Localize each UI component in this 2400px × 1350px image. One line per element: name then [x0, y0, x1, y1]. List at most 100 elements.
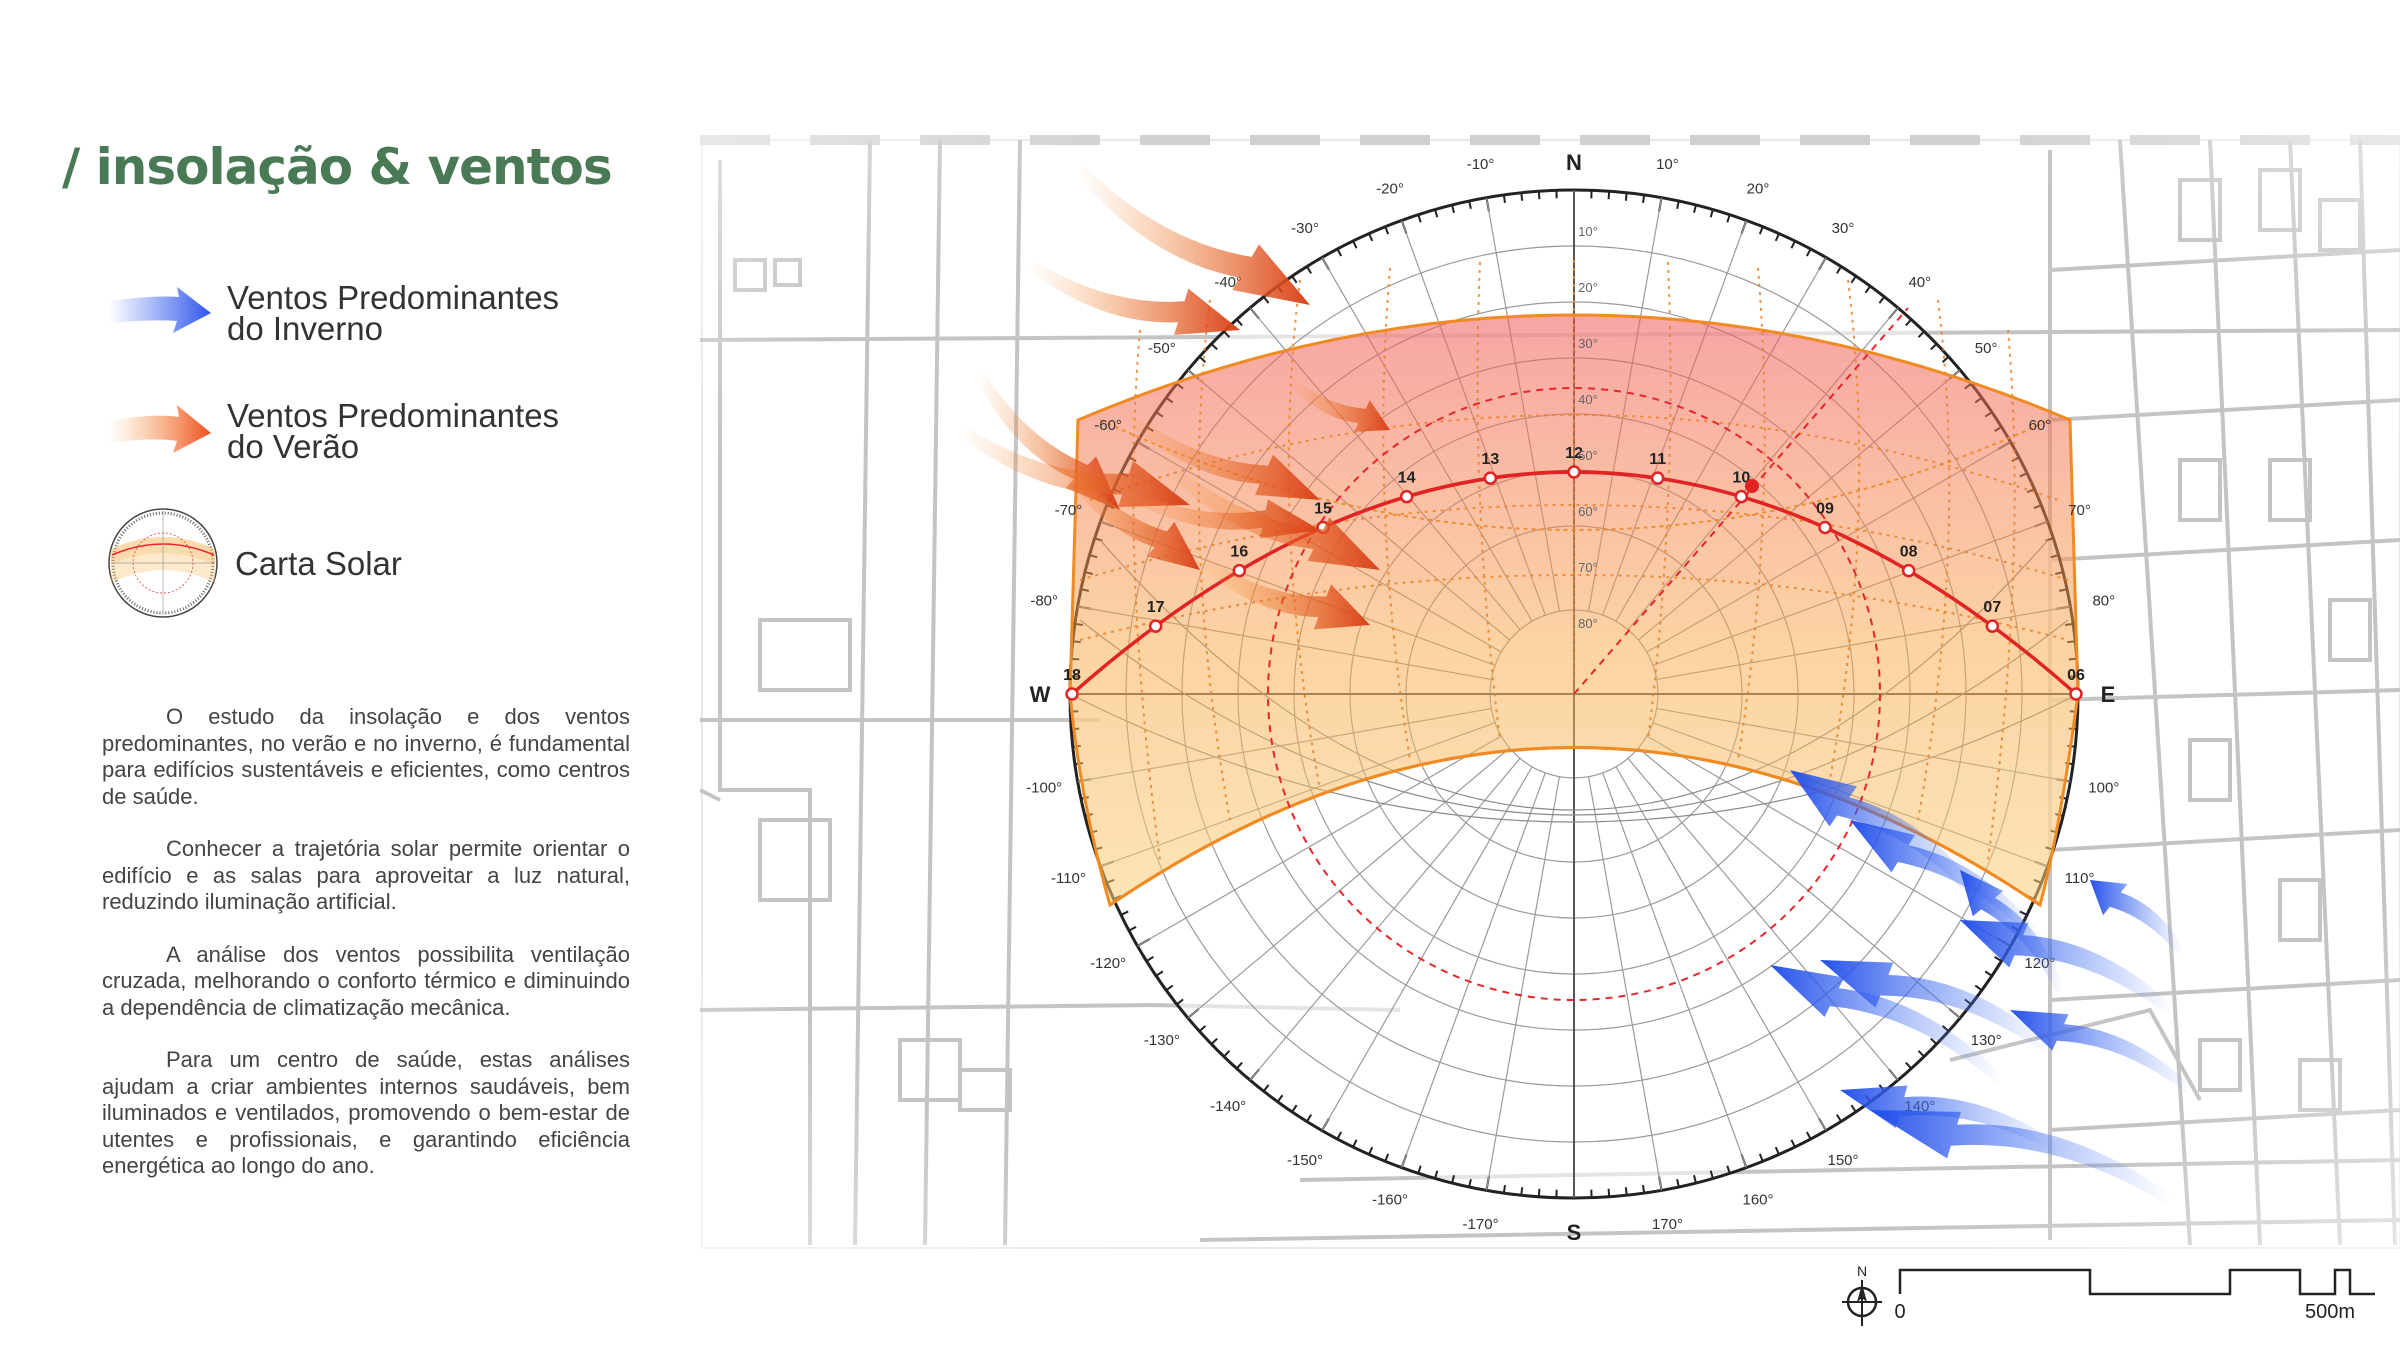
- altitude-label: 40°: [1578, 392, 1598, 407]
- azimuth-tick: [1726, 1165, 1731, 1174]
- azimuth-tick: [1236, 318, 1243, 327]
- azimuth-label: 70°: [2068, 502, 2091, 519]
- azimuth-tick: [1120, 910, 1129, 916]
- azimuth-tick: [1850, 275, 1857, 284]
- azimuth-label: 130°: [1971, 1032, 2002, 1049]
- azimuth-tick: [1835, 266, 1842, 274]
- azimuth-label: 10°: [1656, 156, 1679, 173]
- azimuth-tick: [1352, 240, 1358, 249]
- hour-label: 08: [1900, 544, 1918, 561]
- hour-marker: [1985, 619, 2000, 633]
- summer-wind-arrow: [1288, 376, 1390, 432]
- hour-marker: [1818, 520, 1832, 535]
- azimuth-tick: [1198, 1025, 1207, 1032]
- azimuth-tick: [1502, 194, 1506, 203]
- azimuth-tick: [1758, 226, 1764, 235]
- azimuth-tick: [1451, 204, 1455, 213]
- azimuth-tick: [1262, 296, 1270, 304]
- azimuth-tick: [1276, 1094, 1284, 1103]
- azimuth-tick: [1336, 1131, 1343, 1140]
- azimuth-tick: [1709, 1170, 1714, 1179]
- legend-solar-label: Carta Solar: [235, 544, 402, 582]
- radial-grid-line: [1646, 735, 2011, 947]
- azimuth-tick: [1417, 1165, 1422, 1174]
- azimuth-tick: [1434, 209, 1439, 218]
- azimuth-tick: [1905, 318, 1912, 327]
- azimuth-tick: [1128, 925, 1137, 932]
- legend-solar-chart: Carta Solar: [105, 505, 402, 621]
- scale-bar: N 0 500m: [1842, 1263, 2375, 1326]
- azimuth-label: 30°: [1832, 220, 1855, 237]
- azimuth-tick: [1930, 1037, 1938, 1045]
- azimuth-tick: [1468, 1178, 1472, 1188]
- hour-label: 06: [2067, 667, 2085, 684]
- altitude-labels: 10°20°30°40°50°60°70°80°: [1578, 224, 1598, 631]
- radial-grid-line: [1249, 757, 1521, 1081]
- azimuth-tick: [1210, 1037, 1218, 1045]
- azimuth-tick: [1537, 191, 1541, 200]
- azimuth-tick: [1676, 1178, 1680, 1188]
- azimuth-label: 20°: [1747, 180, 1770, 197]
- azimuth-label: -70°: [1055, 502, 1083, 519]
- azimuth-label: -120°: [1090, 955, 1126, 972]
- azimuth-tick: [1726, 214, 1731, 223]
- azimuth-tick: [1607, 1188, 1611, 1197]
- azimuth-tick: [1676, 200, 1680, 210]
- azimuth-label: -10°: [1467, 156, 1495, 173]
- azimuth-tick: [1774, 1146, 1780, 1155]
- azimuth-label: -60°: [1094, 417, 1122, 434]
- azimuth-label: 150°: [1827, 1152, 1858, 1169]
- azimuth-tick: [1155, 970, 1164, 977]
- summer-wind-arrow: [1157, 455, 1380, 570]
- azimuth-tick: [1417, 214, 1422, 223]
- azimuth-tick: [1352, 1139, 1358, 1148]
- orange-wind-arrow-icon: [109, 405, 211, 453]
- azimuth-tick: [1905, 1061, 1912, 1070]
- azimuth-tick: [1176, 998, 1184, 1006]
- azimuth-tick: [1758, 1153, 1764, 1162]
- hour-label: 11: [1649, 451, 1666, 468]
- azimuth-label: 170°: [1652, 1216, 1683, 1233]
- azimuth-tick: [1607, 191, 1611, 200]
- azimuth-tick: [1984, 970, 1993, 977]
- azimuth-tick: [1624, 192, 1628, 201]
- altitude-label: 30°: [1578, 336, 1598, 351]
- altitude-label: 70°: [1578, 560, 1598, 575]
- azimuth-tick: [1537, 1188, 1541, 1197]
- east-label: E: [2101, 682, 2116, 707]
- hour-marker: [1148, 619, 1163, 633]
- hour-marker: [2069, 687, 2083, 701]
- azimuth-tick: [1930, 343, 1938, 351]
- summer-wind-arrow: [1119, 485, 1320, 539]
- azimuth-tick: [1693, 204, 1697, 213]
- hour-marker: [1901, 563, 1916, 578]
- azimuth-tick: [1291, 275, 1298, 284]
- summer-wind-arrow: [1117, 405, 1320, 500]
- azimuth-label: 60°: [2029, 417, 2052, 434]
- azimuth-tick: [1384, 226, 1390, 235]
- azimuth-tick: [1223, 330, 1231, 338]
- paragraph-1: O estudo da insolação e dos ventos predo…: [102, 704, 630, 809]
- equinox-circle: [1267, 387, 1881, 1001]
- azimuth-tick: [1451, 1175, 1455, 1184]
- azimuth-tick: [1917, 330, 1925, 338]
- azimuth-tick: [1520, 192, 1524, 201]
- azimuth-tick: [1941, 356, 1950, 363]
- azimuth-tick: [1520, 1187, 1524, 1196]
- winter-wind-arrow: [1840, 1085, 2062, 1155]
- winter-wind-arrow: [1960, 920, 2173, 1016]
- winter-wind-arrow: [1960, 870, 2064, 993]
- radial-grid-line: [1321, 766, 1533, 1131]
- azimuth-tick: [1236, 1061, 1243, 1070]
- azimuth-tick: [1336, 248, 1343, 257]
- azimuth-tick: [1384, 1153, 1390, 1162]
- sun-chart-icon: [108, 508, 218, 618]
- altitude-label: 20°: [1578, 280, 1598, 295]
- azimuth-tick: [1624, 1187, 1628, 1196]
- winter-wind-arrow: [1790, 770, 1984, 905]
